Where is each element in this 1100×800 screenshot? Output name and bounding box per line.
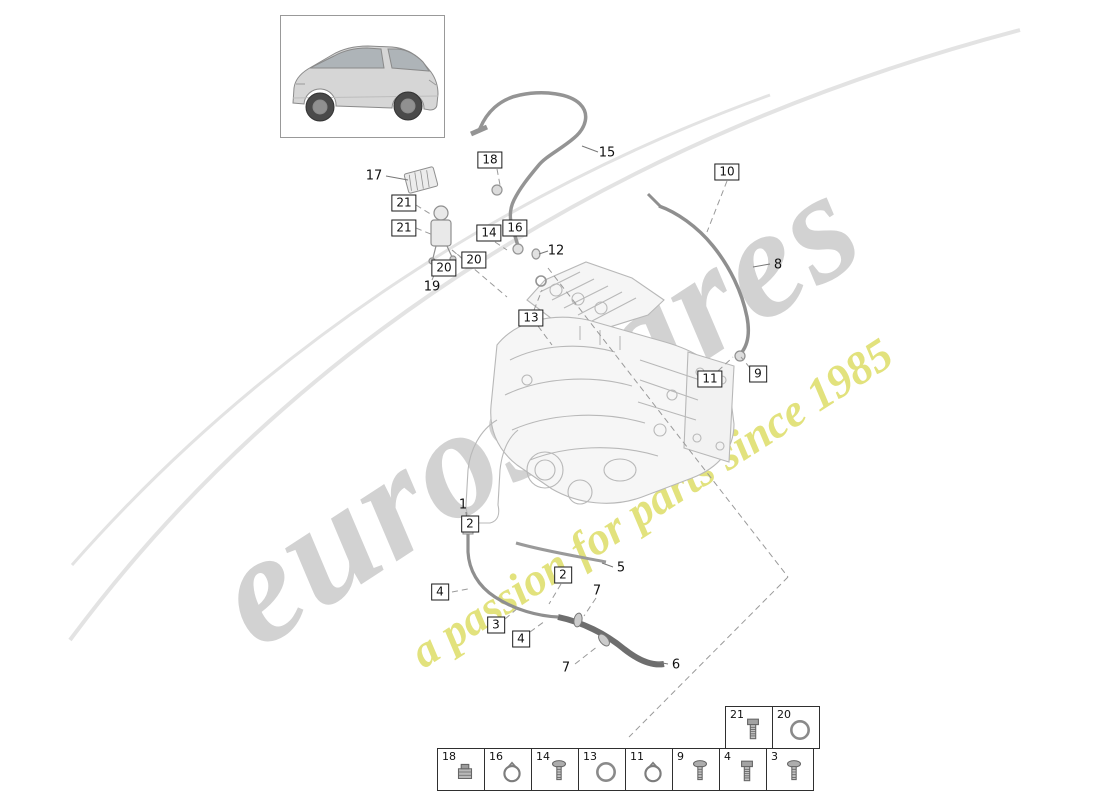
callout-4-20[interactable]: 4	[431, 583, 449, 601]
hose-clamp-icon	[640, 757, 666, 787]
legend-number-16: 16	[489, 750, 503, 763]
callout-20-9[interactable]: 20	[431, 259, 457, 277]
vent-pipe-illustration	[469, 91, 588, 287]
legend-number-3: 3	[771, 750, 778, 763]
engine-illustration	[465, 261, 735, 524]
callout-7-21: 7	[592, 583, 602, 599]
callout-9-14[interactable]: 9	[749, 365, 767, 383]
callout-5-19: 5	[616, 560, 626, 576]
legend-cell-21[interactable]: 21	[725, 706, 773, 749]
callout-14-5[interactable]: 14	[476, 224, 502, 242]
legend-cell-11[interactable]: 11	[625, 748, 673, 791]
callout-19-10: 19	[423, 279, 441, 295]
o-ring-icon	[593, 757, 619, 787]
callout-1-16: 1	[458, 497, 468, 513]
legend-cell-18[interactable]: 18	[437, 748, 485, 791]
hose-clamp-icon	[499, 757, 525, 787]
callout-15-2: 15	[598, 145, 616, 161]
callout-12-7: 12	[547, 243, 565, 259]
callout-17-0: 17	[365, 168, 383, 184]
legend-number-11: 11	[630, 750, 644, 763]
callout-21-3[interactable]: 21	[391, 194, 417, 212]
hex-bolt-icon	[734, 757, 760, 787]
solid-leader-lines	[385, 145, 771, 665]
legend-cell-4[interactable]: 4	[719, 748, 767, 791]
o-ring-icon	[787, 715, 813, 745]
screw-icon	[546, 757, 572, 787]
callout-13-11[interactable]: 13	[518, 309, 544, 327]
callout-3-22[interactable]: 3	[487, 616, 505, 634]
legend-upper-row: 21 20	[725, 706, 820, 749]
callout-16-6[interactable]: 16	[502, 219, 528, 237]
heat-shield-illustration	[403, 166, 439, 194]
legend-cell-20[interactable]: 20	[772, 706, 820, 749]
callout-20-8[interactable]: 20	[461, 251, 487, 269]
screw-icon	[687, 757, 713, 787]
callout-2-17[interactable]: 2	[461, 515, 479, 533]
legend-cell-14[interactable]: 14	[531, 748, 579, 791]
union-nut-icon	[452, 757, 478, 787]
callout-18-1[interactable]: 18	[477, 151, 503, 169]
vehicle-thumbnail	[280, 15, 445, 138]
legend-cell-9[interactable]: 9	[672, 748, 720, 791]
callout-11-15[interactable]: 11	[697, 370, 723, 388]
return-pipe-illustration	[646, 192, 751, 362]
legend-cell-16[interactable]: 16	[484, 748, 532, 791]
callout-7-24: 7	[561, 660, 571, 676]
legend-number-20: 20	[777, 708, 791, 721]
legend-number-18: 18	[442, 750, 456, 763]
legend-lower-row: 18 16 14 13 11 9 4 3	[437, 748, 814, 791]
legend-number-13: 13	[583, 750, 597, 763]
hex-bolt-icon	[740, 715, 766, 745]
legend-number-14: 14	[536, 750, 550, 763]
legend-cell-13[interactable]: 13	[578, 748, 626, 791]
legend-number-21: 21	[730, 708, 744, 721]
callout-2-18[interactable]: 2	[554, 566, 572, 584]
callout-8-13: 8	[773, 257, 783, 273]
legend-cell-3[interactable]: 3	[766, 748, 814, 791]
callout-21-4[interactable]: 21	[391, 219, 417, 237]
callout-4-23[interactable]: 4	[512, 630, 530, 648]
screw-icon	[781, 757, 807, 787]
legend-number-9: 9	[677, 750, 684, 763]
callout-6-25: 6	[671, 657, 681, 673]
callout-10-12[interactable]: 10	[714, 163, 740, 181]
swoosh-curves	[68, 28, 1021, 642]
legend-number-4: 4	[724, 750, 731, 763]
